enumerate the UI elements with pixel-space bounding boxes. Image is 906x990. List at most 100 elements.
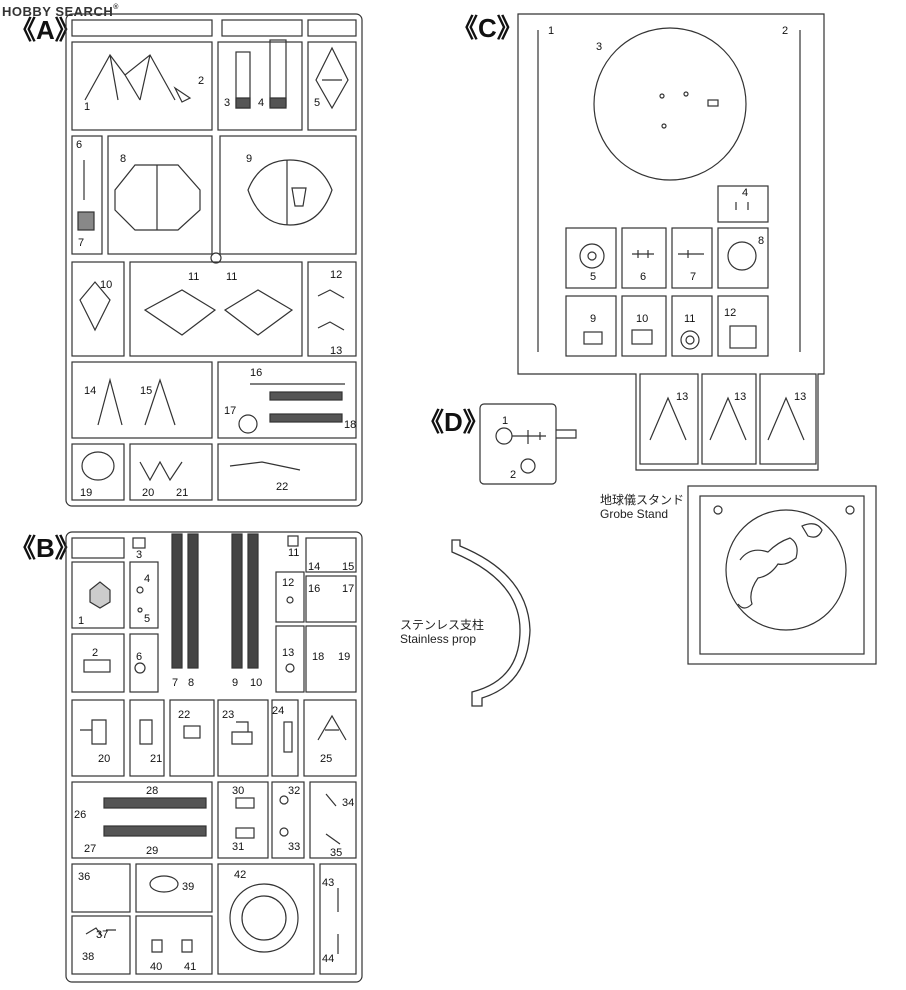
sprue-b-num: 25 bbox=[320, 753, 332, 765]
sprue-c-part-13b bbox=[709, 396, 747, 441]
sprue-a-part-17 bbox=[238, 414, 258, 434]
sprue-b-part-13 bbox=[285, 663, 295, 673]
sprue-a-part-18b bbox=[269, 413, 343, 423]
sprue-c-frame bbox=[517, 13, 825, 471]
sprue-b-num: 5 bbox=[144, 613, 150, 625]
sprue-a-cell bbox=[71, 443, 125, 501]
sprue-c-num: 13 bbox=[734, 391, 746, 403]
globe-stand-sheet bbox=[687, 485, 877, 665]
sprue-b-num: 13 bbox=[282, 647, 294, 659]
sprue-c-cell bbox=[621, 295, 667, 357]
sprue-b-cell bbox=[305, 625, 357, 693]
sprue-a-num: 3 bbox=[224, 97, 230, 109]
sprue-a-cell bbox=[219, 135, 357, 255]
sprue-a-frame bbox=[65, 13, 363, 507]
sprue-a-cell bbox=[71, 261, 125, 357]
globe-stand-corner-hole bbox=[845, 505, 855, 515]
sprue-c-num: 13 bbox=[676, 391, 688, 403]
sprue-c-part-13a bbox=[649, 396, 687, 441]
sprue-a-num: 13 bbox=[330, 345, 342, 357]
sprue-d-part-1-head bbox=[495, 427, 513, 445]
sprue-c-part-5 bbox=[579, 243, 605, 269]
sprue-c-num: 4 bbox=[742, 187, 748, 199]
sprue-c-cell bbox=[701, 373, 757, 465]
sprue-b-part-40-41 bbox=[151, 939, 193, 953]
sprue-a-num: 10 bbox=[100, 279, 112, 291]
sprue-b-cell bbox=[71, 863, 131, 913]
sprue-a-vent-grille bbox=[235, 97, 287, 109]
stainless-prop-title-en: Stainless prop bbox=[400, 632, 477, 646]
sprue-a-part-18a bbox=[269, 391, 343, 401]
sprue-c-num: 1 bbox=[548, 25, 554, 37]
sprue-a-num: 18 bbox=[344, 419, 356, 431]
sprue-a-gate bbox=[71, 19, 213, 37]
sprue-c-part-8 bbox=[727, 241, 757, 271]
sprue-b-label: 《B》 bbox=[10, 533, 81, 563]
sprue-b-part-12 bbox=[286, 596, 294, 604]
globe-stand-caption: 地球儀スタンド Grobe Stand bbox=[600, 493, 684, 521]
logo-text: HOBBY SEARCH bbox=[2, 4, 114, 19]
sprue-b-num: 14 bbox=[308, 561, 320, 573]
sprue-a-part-9-window bbox=[291, 187, 307, 207]
sprue-b bbox=[65, 531, 363, 983]
sprue-c-cell bbox=[565, 295, 617, 357]
sprue-b-part-39 bbox=[149, 875, 179, 893]
sprue-a-num: 8 bbox=[120, 153, 126, 165]
sprue-b-cell bbox=[217, 781, 269, 859]
sprue-b-part-34-35 bbox=[325, 793, 341, 845]
sprue-b-num: 29 bbox=[146, 845, 158, 857]
sprue-a-num: 21 bbox=[176, 487, 188, 499]
sprue-b-num: 30 bbox=[232, 785, 244, 797]
sprue-a-num: 2 bbox=[198, 75, 204, 87]
sprue-a-num: 19 bbox=[80, 487, 92, 499]
sprue-b-part-28 bbox=[103, 797, 207, 809]
sprue-a-cell bbox=[217, 443, 357, 501]
sprue-b-num: 9 bbox=[232, 677, 238, 689]
sprue-b-part-22 bbox=[183, 725, 201, 739]
sprue-c-part-3-hole bbox=[661, 123, 667, 129]
sprue-a-cell bbox=[217, 361, 357, 439]
sprue-c-num: 9 bbox=[590, 313, 596, 325]
sprue-b-num: 11 bbox=[288, 547, 299, 559]
sprue-b-cell bbox=[309, 781, 357, 859]
sprue-a-cell bbox=[129, 261, 303, 357]
sprue-b-part-24 bbox=[283, 721, 293, 753]
sprue-c-num: 8 bbox=[758, 235, 764, 247]
sprue-b-num: 31 bbox=[232, 841, 244, 853]
sprue-b-num: 22 bbox=[178, 709, 190, 721]
sprue-a-num: 9 bbox=[246, 153, 252, 165]
sprue-b-num: 16 bbox=[308, 583, 320, 595]
sprue-b-part-30 bbox=[235, 797, 255, 809]
sprue-b-part-6 bbox=[134, 662, 146, 674]
globe-stand-continent bbox=[737, 537, 798, 609]
sprue-b-cell bbox=[129, 633, 159, 693]
sprue-c-num: 3 bbox=[596, 41, 602, 53]
sprue-b-part-25 bbox=[317, 714, 347, 741]
sprue-a-part-19 bbox=[81, 451, 115, 481]
sprue-c-num: 12 bbox=[724, 307, 736, 319]
sprue-b-part-8 bbox=[187, 533, 199, 669]
stainless-prop bbox=[451, 539, 531, 707]
sprue-b-cell bbox=[135, 915, 213, 975]
sprue-b-cell bbox=[71, 561, 125, 629]
sprue-b-cell bbox=[275, 625, 305, 693]
sprue-b-part-11 bbox=[287, 535, 299, 547]
sprue-c-cell bbox=[671, 295, 713, 357]
sprue-a-part-8 bbox=[114, 164, 201, 231]
sprue-a-num: 6 bbox=[76, 139, 82, 151]
sprue-c-part-11-center bbox=[685, 335, 695, 345]
sprue-c-cell bbox=[565, 227, 617, 289]
sprue-c-cell bbox=[717, 185, 769, 223]
sprue-d-gate bbox=[556, 429, 577, 439]
sprue-b-part-37-38 bbox=[85, 927, 116, 937]
sprue-b-cell bbox=[305, 537, 357, 573]
sprue-c-part-12 bbox=[729, 325, 757, 349]
sprue-a-num: 17 bbox=[224, 405, 236, 417]
sprue-b-part-32 bbox=[279, 795, 289, 805]
sprue-b-num: 4 bbox=[144, 573, 150, 585]
sprue-a bbox=[65, 13, 363, 507]
globe-stand-island bbox=[801, 523, 823, 538]
sprue-b-cell bbox=[319, 863, 357, 975]
sprue-b-cell bbox=[169, 699, 215, 777]
